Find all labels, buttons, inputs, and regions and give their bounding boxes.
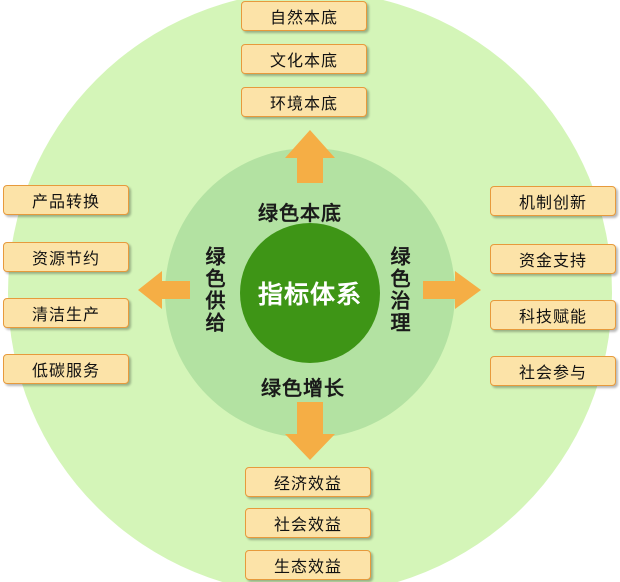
arrow-down [285, 402, 335, 460]
item-box: 机制创新 [490, 186, 616, 216]
core-label: 指标体系 [257, 280, 362, 309]
item-box: 资源节约 [3, 242, 129, 272]
item-box: 科技赋能 [490, 300, 616, 330]
item-box: 经济效益 [245, 467, 371, 497]
dimension-left: 绿色供给 [202, 246, 226, 334]
item-box: 社会参与 [490, 356, 616, 386]
item-box: 清洁生产 [3, 298, 129, 328]
arrow-right [423, 271, 481, 309]
item-box: 文化本底 [241, 44, 367, 74]
dimension-top: 绿色本底 [258, 201, 342, 225]
dimension-bottom: 绿色增长 [261, 376, 345, 400]
arrow-left [138, 271, 190, 309]
core-circle: 指标体系 [240, 223, 380, 363]
item-box: 产品转换 [3, 185, 129, 215]
dimension-right: 绿色治理 [387, 246, 411, 334]
item-box: 自然本底 [241, 1, 367, 31]
item-box: 环境本底 [241, 87, 367, 117]
item-box: 社会效益 [245, 508, 371, 538]
item-box: 生态效益 [245, 550, 371, 580]
item-box: 资金支持 [490, 244, 616, 274]
arrow-up [285, 130, 335, 183]
item-box: 低碳服务 [3, 354, 129, 384]
